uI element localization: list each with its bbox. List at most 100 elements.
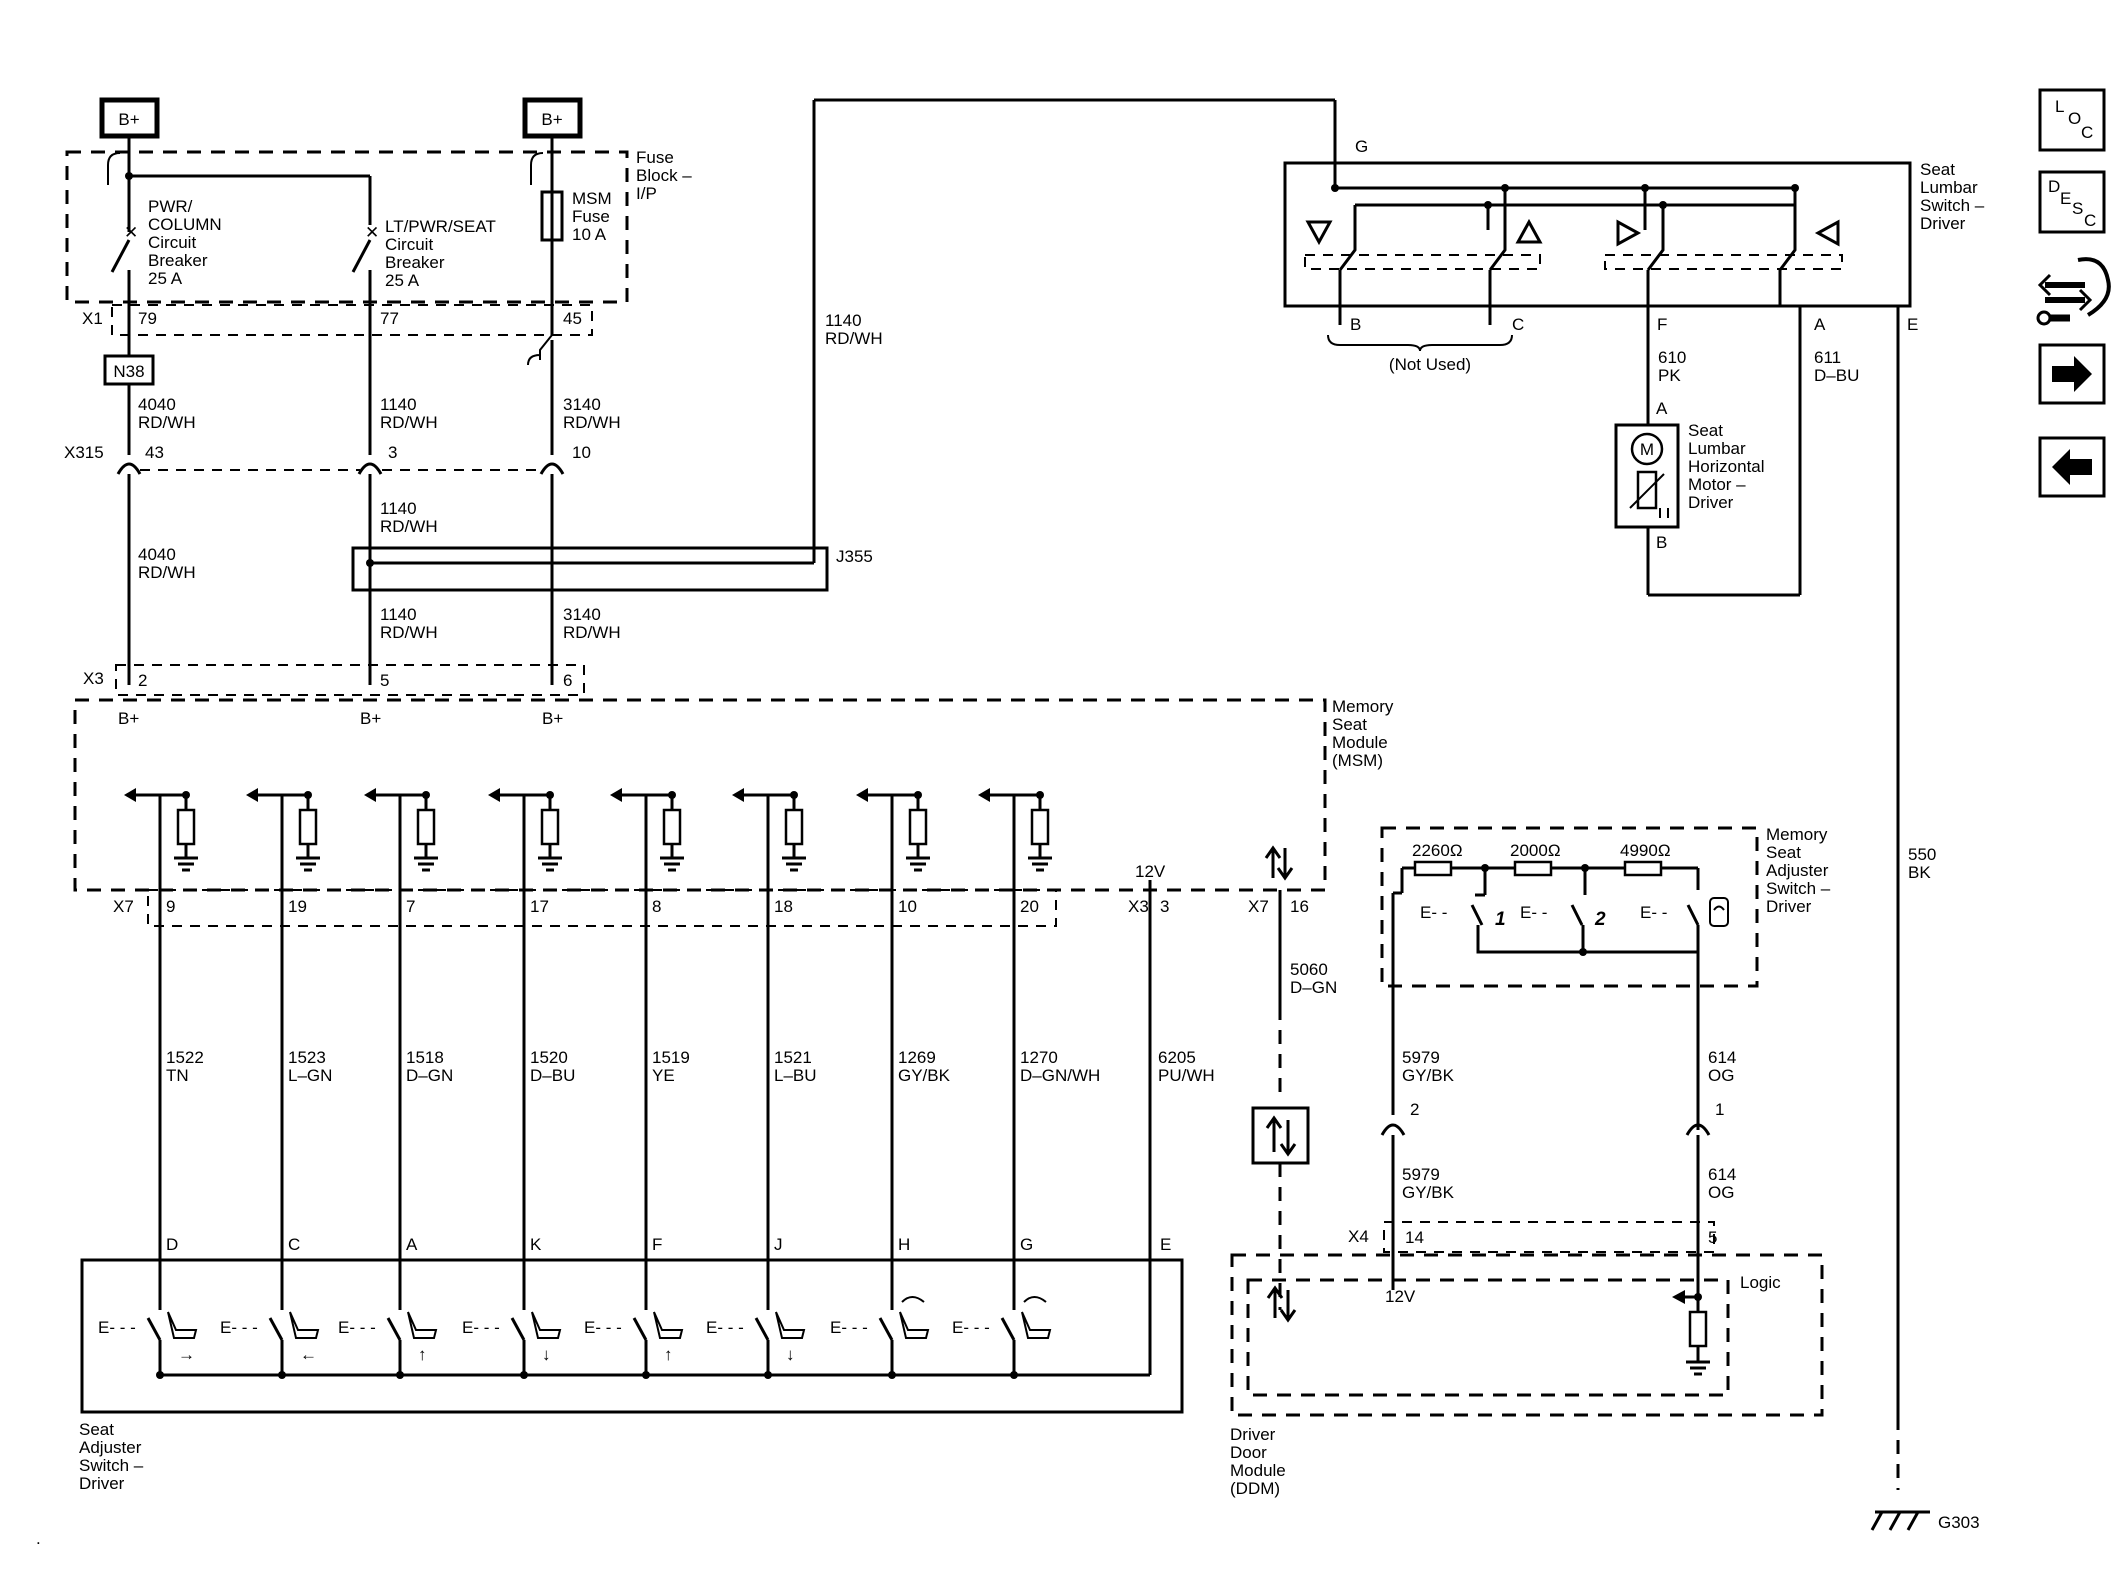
bplus-label: B+: [118, 110, 139, 129]
wire-611-color: D–BU: [1814, 366, 1859, 385]
j355-label: J355: [836, 547, 873, 566]
seat-icon: [653, 1311, 684, 1339]
wire-611-num: 611: [1814, 348, 1841, 367]
wire-5979-num-lower: 5979: [1402, 1165, 1440, 1184]
previous-button[interactable]: [2038, 436, 2106, 498]
wire-1522-num: 1522: [166, 1048, 204, 1067]
wire-1521-color: L–BU: [774, 1066, 817, 1085]
direction-arrow-icon: ↑: [418, 1345, 427, 1364]
msm-pin-18: 18: [774, 897, 793, 916]
msm-pin-20: 20: [1020, 897, 1039, 916]
arrow-left-icon: [2052, 449, 2092, 485]
wire-1518-num: 1518: [406, 1048, 444, 1067]
wire-3140-color: RD/WH: [563, 413, 621, 432]
x3-pin-5: 5: [380, 671, 389, 690]
wire-4040-color-lower: RD/WH: [138, 563, 196, 582]
lumbar-pin-a: A: [1814, 315, 1826, 334]
seat-lumbar-switch: Seat Lumbar Switch – Driver G B C: [1283, 100, 1985, 374]
lumbar-title-1: Seat: [1920, 160, 1955, 179]
bplus-label: B+: [541, 110, 562, 129]
wire-614-num: 614: [1708, 1048, 1736, 1067]
fuse-label-2: Fuse: [572, 207, 610, 226]
driver-door-module: X4 14 5 12V Logic Driver Door Module (DD…: [1230, 1221, 1824, 1498]
wire-1140-top-color: RD/WH: [825, 329, 883, 348]
lumbar-pin-g: G: [1355, 137, 1368, 156]
seat-adjuster-switch: Seat Adjuster Switch – Driver E: [79, 1235, 1184, 1493]
desc-e: E: [2060, 189, 2071, 208]
msm-title-2: Seat: [1332, 715, 1367, 734]
wire-614-color: OG: [1708, 1066, 1734, 1085]
breaker1-label-5: 25 A: [148, 269, 183, 288]
motor-title-2: Lumbar: [1688, 439, 1746, 458]
msm-x3-pin: 3: [1160, 897, 1169, 916]
memory-seat-module: Memory Seat Module (MSM) B+ B+ B+ 12V X3…: [73, 697, 1394, 916]
resistor-2260: 2260Ω: [1412, 841, 1463, 860]
breaker1-label-2: COLUMN: [148, 215, 222, 234]
wire-1140-num-mid: 1140: [380, 499, 417, 518]
arrow-right-icon: [2052, 356, 2092, 392]
x315-pin-10: 10: [572, 443, 591, 462]
msm-pin-10: 10: [898, 897, 917, 916]
next-button[interactable]: [2038, 343, 2106, 405]
msm-x3: X3: [1128, 897, 1149, 916]
msm-x7: X7: [113, 897, 134, 916]
bplus-source-right: B+: [522, 97, 583, 139]
msm-x7b-pin: 16: [1290, 897, 1309, 916]
wire-5060-color: D–GN: [1290, 978, 1337, 997]
x1-label: X1: [82, 309, 103, 328]
direction-arrow-icon: ↓: [542, 1345, 551, 1364]
location-button[interactable]: L O C: [2038, 88, 2106, 152]
wire-550-num: 550: [1908, 845, 1936, 864]
wire-4040-num: 4040: [138, 395, 176, 414]
description-button[interactable]: D E S C: [2038, 170, 2106, 234]
ground-label: G303: [1938, 1513, 1980, 1532]
seat-switch-title-4: Driver: [79, 1474, 125, 1493]
lumbar-title-4: Driver: [1920, 214, 1966, 233]
seat-switch-pin-e: E: [1160, 1235, 1171, 1254]
switch-e-marker: E- - -: [830, 1318, 868, 1337]
loc-o: O: [2068, 109, 2081, 128]
seat-lumbar-motor: A M B Seat Lumbar Horizontal Motor – Dri…: [1614, 399, 1765, 552]
breaker-x-mark: ✕: [124, 223, 138, 242]
motor-title-4: Motor –: [1688, 475, 1746, 494]
x315-pin-3: 3: [388, 443, 397, 462]
seat-switch-title-3: Switch –: [79, 1456, 144, 1475]
lumbar-pin-f: F: [1657, 315, 1667, 334]
memsw-title-2: Seat: [1766, 843, 1801, 862]
msm-bplus-1: B+: [118, 709, 139, 728]
ddm-title-2: Door: [1230, 1443, 1267, 1462]
wrench-diagnostic-icon[interactable]: [2036, 257, 2111, 326]
seat-icon: [167, 1311, 198, 1339]
wire-1523-num: 1523: [288, 1048, 326, 1067]
wire-6205-num: 6205: [1158, 1048, 1196, 1067]
ddm-pin-5: 5: [1708, 1228, 1717, 1247]
seat-switch-pin-F: F: [652, 1235, 662, 1254]
lumbar-pin-b: B: [1350, 315, 1361, 334]
x3-pin-6: 6: [563, 671, 572, 690]
direction-arrow-icon: →: [178, 1345, 195, 1364]
ddm-title-4: (DDM): [1230, 1479, 1280, 1498]
ddm-12v: 12V: [1385, 1287, 1416, 1306]
switch-e-marker: E- - -: [338, 1318, 376, 1337]
switch-e-marker: E- - -: [98, 1318, 136, 1337]
wire-610-num: 610: [1658, 348, 1686, 367]
x1-pin-77: 77: [380, 309, 399, 328]
breaker2-label-4: 25 A: [385, 271, 420, 290]
breaker2-label-1: LT/PWR/SEAT: [385, 217, 496, 236]
wire-1140-top-num: 1140: [825, 311, 862, 330]
seat-switch-pin-G: G: [1020, 1235, 1033, 1254]
wire-1520-num: 1520: [530, 1048, 568, 1067]
wire-1140-num: 1140: [380, 395, 417, 414]
wire-1269-color: GY/BK: [898, 1066, 951, 1085]
loc-c: C: [2081, 123, 2093, 142]
wire-5979-color: GY/BK: [1402, 1066, 1455, 1085]
wire-5979-color-lower: GY/BK: [1402, 1183, 1455, 1202]
msm-title-1: Memory: [1332, 697, 1394, 716]
bplus-source-left: B+: [99, 97, 160, 139]
seat-icon: [775, 1311, 806, 1339]
desc-c: C: [2084, 211, 2096, 230]
seat-icon: [289, 1311, 320, 1339]
n38-label: N38: [113, 362, 144, 381]
seat-switch-pin-H: H: [898, 1235, 910, 1254]
